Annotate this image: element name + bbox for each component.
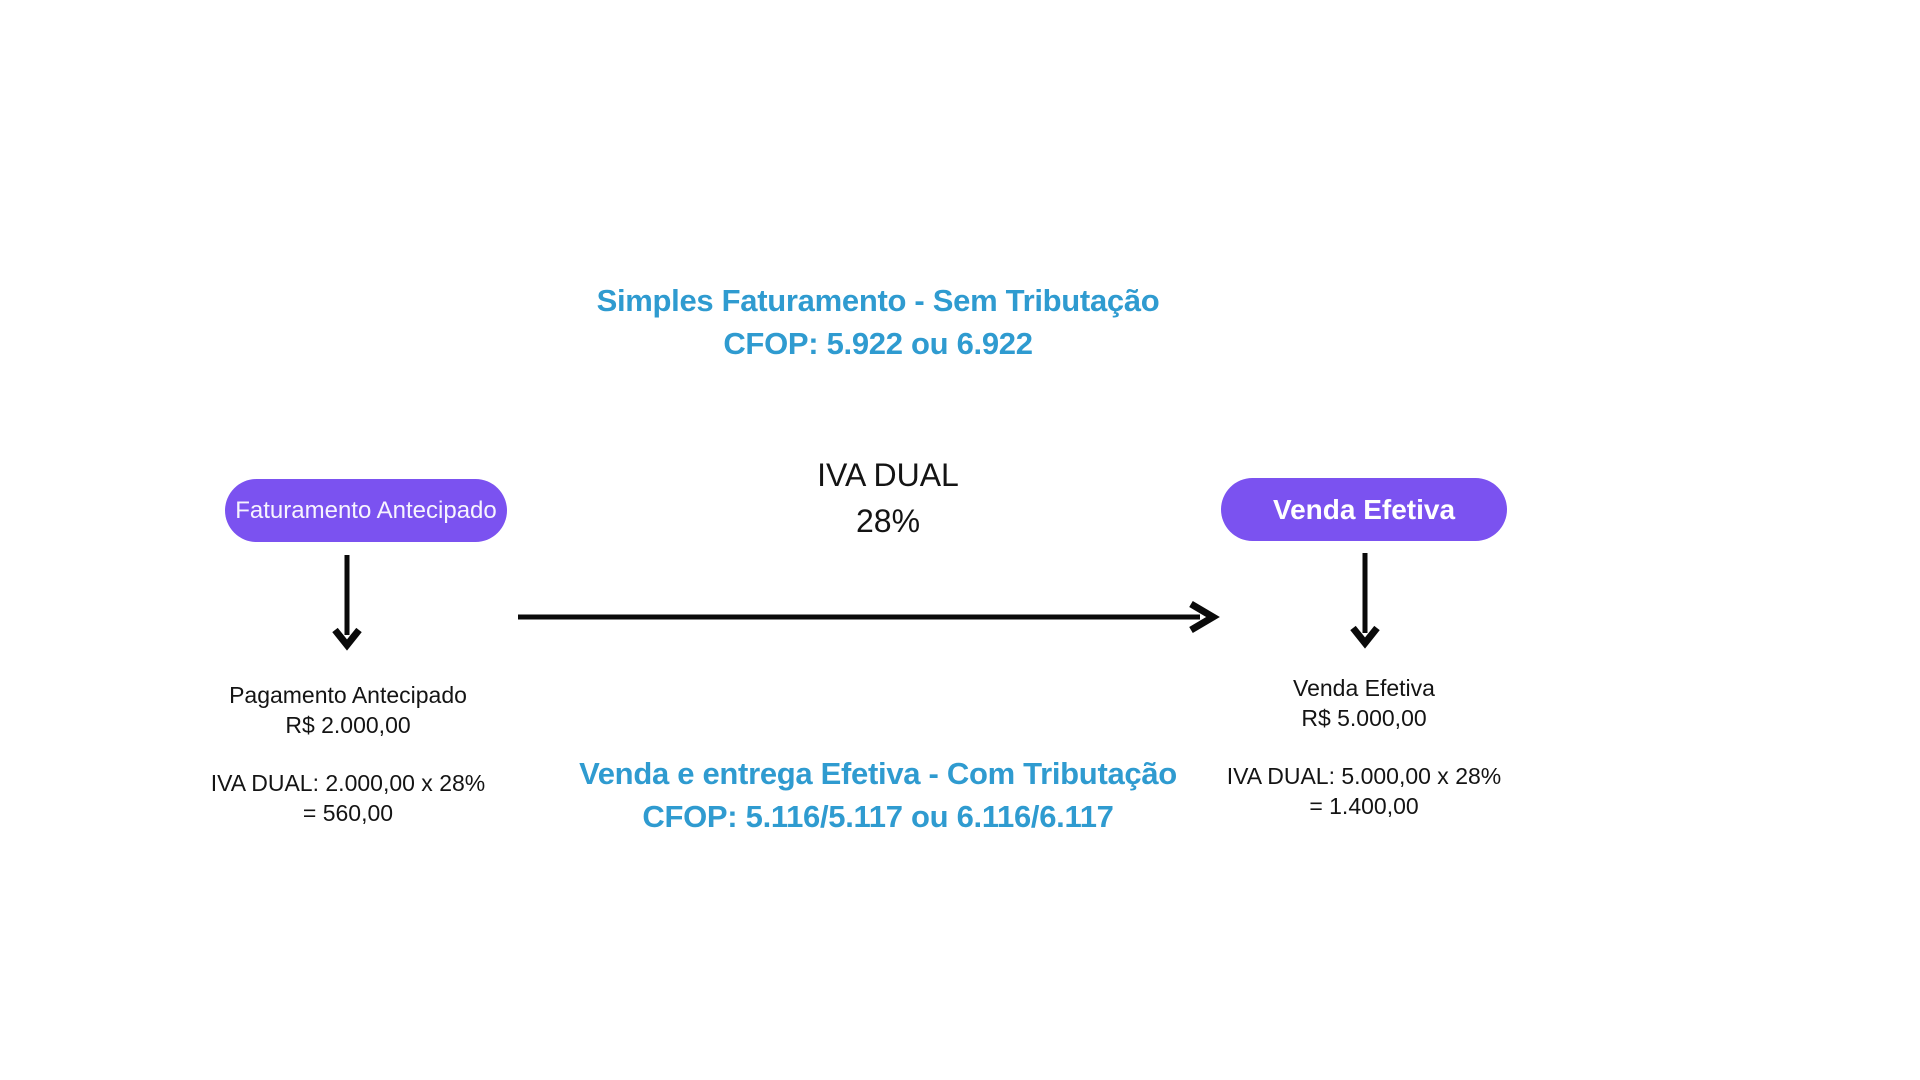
tax-rate-label: IVA DUAL 28% <box>738 452 1038 544</box>
left-detail-line1: Pagamento Antecipado <box>229 682 467 708</box>
bottom-heading: Venda e entrega Efetiva - Com Tributação… <box>498 752 1258 838</box>
top-heading: Simples Faturamento - Sem Tributação CFO… <box>498 279 1258 365</box>
flow-right-arrow-icon <box>518 600 1220 634</box>
left-branch-details: Pagamento Antecipado R$ 2.000,00 IVA DUA… <box>178 680 518 828</box>
node-venda-efetiva: Venda Efetiva <box>1221 478 1507 541</box>
tax-rate-percent: 28% <box>855 503 921 539</box>
node-label: Faturamento Antecipado <box>235 496 497 524</box>
left-calc-line2: = 560,00 <box>302 800 394 826</box>
left-calculation: IVA DUAL: 2.000,00 x 28% = 560,00 <box>178 768 518 828</box>
right-detail: Venda Efetiva R$ 5.000,00 <box>1194 673 1534 733</box>
left-down-arrow-icon <box>332 555 362 651</box>
top-heading-line2: CFOP: 5.922 ou 6.922 <box>723 326 1033 361</box>
right-detail-line1: Venda Efetiva <box>1293 675 1435 701</box>
right-calc-line2: = 1.400,00 <box>1309 793 1419 819</box>
tax-rate-name: IVA DUAL <box>817 457 959 493</box>
left-calc-line1: IVA DUAL: 2.000,00 x 28% <box>210 770 486 796</box>
left-detail: Pagamento Antecipado R$ 2.000,00 <box>178 680 518 740</box>
node-faturamento-antecipado: Faturamento Antecipado <box>225 479 507 542</box>
right-detail-line2: R$ 5.000,00 <box>1301 705 1427 731</box>
node-label: Venda Efetiva <box>1272 493 1456 525</box>
left-detail-line2: R$ 2.000,00 <box>285 712 411 738</box>
top-heading-line1: Simples Faturamento - Sem Tributação <box>596 283 1160 318</box>
bottom-heading-line1: Venda e entrega Efetiva - Com Tributação <box>579 756 1177 791</box>
right-calc-line1: IVA DUAL: 5.000,00 x 28% <box>1226 763 1502 789</box>
bottom-heading-line2: CFOP: 5.116/5.117 ou 6.116/6.117 <box>642 799 1114 834</box>
right-down-arrow-icon <box>1350 553 1380 649</box>
right-branch-details: Venda Efetiva R$ 5.000,00 IVA DUAL: 5.00… <box>1194 673 1534 821</box>
right-calculation: IVA DUAL: 5.000,00 x 28% = 1.400,00 <box>1194 761 1534 821</box>
